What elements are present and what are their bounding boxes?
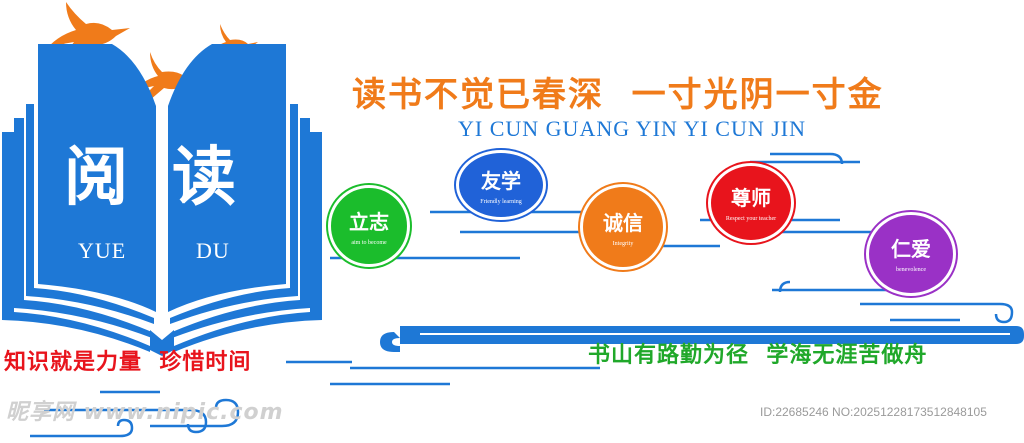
virtue-circle-benevolence: 仁爱 benevolence bbox=[866, 212, 956, 296]
virtue-english: Respect your teacher bbox=[725, 216, 777, 222]
virtue-english: Friendly learning bbox=[480, 199, 522, 205]
book-char-left: 阅 bbox=[64, 140, 128, 215]
bird-icon bbox=[132, 52, 198, 100]
virtue-circle-friendly-learning: 友学 Friendly learning bbox=[456, 150, 546, 220]
virtue-label: 立志 bbox=[349, 210, 389, 234]
virtue-label: 仁爱 bbox=[891, 237, 931, 261]
virtue-english: Integrity bbox=[612, 241, 634, 247]
bird-icon bbox=[44, 2, 130, 62]
cloud-swirl bbox=[30, 360, 600, 438]
open-book-icon bbox=[2, 44, 322, 356]
book-pinyin-left: YUE bbox=[78, 238, 127, 263]
virtue-circle-aim: 立志 aim to become bbox=[328, 185, 410, 267]
motto-right: 书山有路勤为径 学海无涯苦做舟 bbox=[588, 343, 928, 368]
bird-icon bbox=[206, 24, 258, 62]
title-pinyin: YI CUN GUANG YIN YI CUN JIN bbox=[458, 116, 807, 141]
page-title: 读书不觉已春深 一寸光阴一寸金 bbox=[352, 75, 884, 115]
virtue-label: 诚信 bbox=[603, 211, 643, 235]
virtue-circle-respect-teacher: 尊师 Respect your teacher bbox=[708, 163, 794, 243]
motto-left: 知识就是力量 珍惜时间 bbox=[4, 350, 252, 375]
virtue-english: benevolence bbox=[896, 267, 926, 273]
virtue-circle-integrity: 诚信 Integrity bbox=[580, 184, 666, 270]
virtue-label: 尊师 bbox=[731, 186, 771, 210]
book-char-right: 读 bbox=[172, 140, 236, 215]
watermark-site: 昵享网 www.nipic.com bbox=[6, 400, 284, 425]
virtue-english: aim to become bbox=[351, 240, 387, 246]
banner-swoosh bbox=[380, 326, 1024, 352]
watermark-id: ID:22685246 NO:20251228173512848105 bbox=[760, 405, 987, 419]
virtue-label: 友学 bbox=[481, 169, 521, 193]
book-pinyin-right: DU bbox=[196, 238, 230, 263]
